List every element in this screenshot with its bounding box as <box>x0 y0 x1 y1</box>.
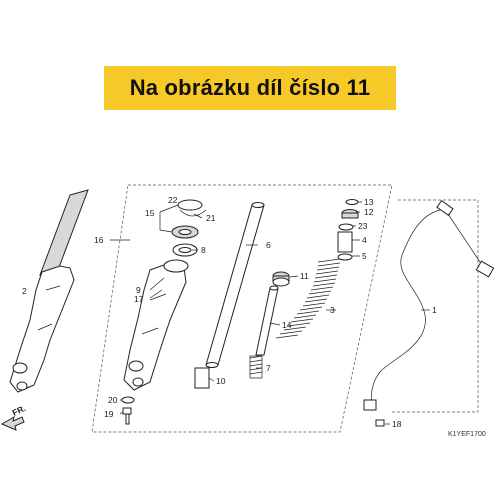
sensor-cable <box>363 200 495 411</box>
callout-10: 10 <box>216 376 226 386</box>
callout-14: 14 <box>282 320 292 330</box>
callouts: 1 2 3 4 5 6 7 8 9 10 11 12 13 14 15 16 1… <box>22 195 437 429</box>
callout-13: 13 <box>364 197 374 207</box>
highlight-banner: Na obrázku díl číslo 11 <box>104 66 396 110</box>
fork-leg-left <box>9 189 89 393</box>
cap-assembly <box>337 199 359 261</box>
callout-11: 11 <box>300 271 309 281</box>
damper-rod <box>255 285 279 356</box>
front-direction-arrow: FR. <box>0 403 28 431</box>
fork-leg-right <box>123 259 189 391</box>
callout-16: 16 <box>94 235 104 245</box>
assembly-frame <box>91 184 393 433</box>
callout-9: 9 <box>136 285 141 295</box>
callout-15: 15 <box>145 208 155 218</box>
callout-19: 19 <box>104 409 114 419</box>
callout-5: 5 <box>362 251 367 261</box>
leader-lines <box>110 201 430 425</box>
bolt-and-washer <box>121 396 135 425</box>
callout-4: 4 <box>362 235 367 245</box>
callout-8: 8 <box>201 245 206 255</box>
bushing <box>194 367 210 389</box>
diagram-code: K1YEF1700 <box>448 431 486 438</box>
callout-21: 21 <box>206 213 216 223</box>
callout-20: 20 <box>108 395 118 405</box>
callout-1: 1 <box>432 305 437 315</box>
sensor-bolt <box>375 419 385 427</box>
callout-23: 23 <box>358 221 368 231</box>
banner-text: Na obrázku díl číslo 11 <box>129 75 371 100</box>
callout-6: 6 <box>266 240 271 250</box>
inner-tube <box>205 202 265 368</box>
callout-7: 7 <box>266 363 271 373</box>
callout-17: 17 <box>134 294 144 304</box>
callout-22: 22 <box>168 195 178 205</box>
main-spring <box>275 258 341 339</box>
seal-stack <box>171 199 207 257</box>
callout-12: 12 <box>364 207 374 217</box>
part-11-seat <box>272 271 290 287</box>
rebound-spring <box>249 355 263 379</box>
direction-label: FR. <box>11 403 28 418</box>
callout-2: 2 <box>22 286 27 296</box>
callout-18: 18 <box>392 419 402 429</box>
callout-3: 3 <box>330 305 335 315</box>
sensor-frame <box>390 199 479 413</box>
